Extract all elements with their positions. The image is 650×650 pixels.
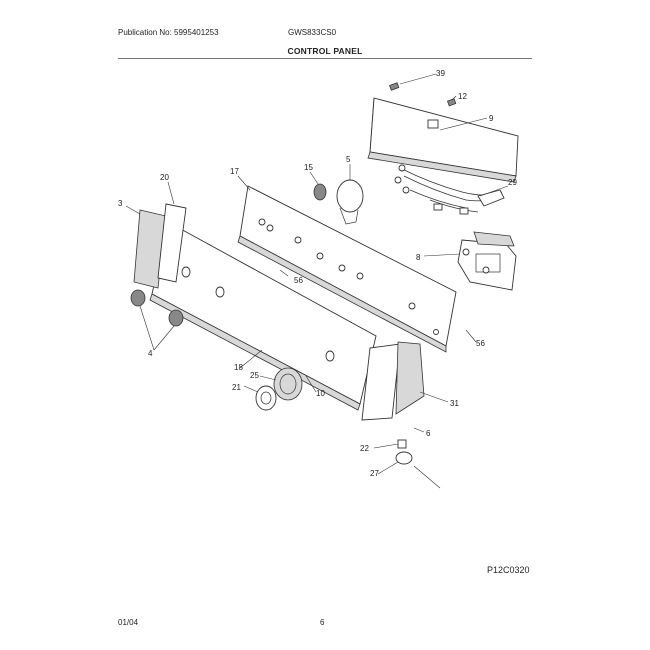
callout-20: 20: [160, 173, 169, 182]
page-title: CONTROL PANEL: [287, 46, 363, 56]
callout-21: 21: [232, 383, 241, 392]
footer-page-number: 6: [320, 618, 325, 627]
switch-module: [457, 231, 517, 291]
callout-56-right: 56: [476, 339, 485, 348]
callout-18: 18: [234, 363, 243, 372]
button-27: [395, 451, 413, 465]
callout-25: 25: [250, 371, 259, 380]
control-console: [237, 185, 457, 353]
button-22: [397, 439, 407, 449]
callout-9: 9: [489, 114, 494, 123]
callout-4: 4: [148, 349, 153, 358]
knob-skirt-25: [273, 367, 303, 401]
callout-12: 12: [458, 92, 467, 101]
knob-21: [255, 385, 277, 411]
knob-insert-15: [313, 183, 327, 201]
callout-27: 27: [370, 469, 379, 478]
rear-cover-bracket: [367, 97, 519, 183]
header-divider: [118, 58, 532, 59]
knob-4a: [130, 289, 146, 307]
callout-29: 29: [508, 178, 517, 187]
callout-8: 8: [416, 253, 421, 262]
model-number: GWS833CS0: [288, 28, 337, 37]
callout-15: 15: [304, 163, 313, 172]
screw-12: [446, 98, 457, 107]
callout-17: 17: [230, 167, 239, 176]
callout-22: 22: [360, 444, 369, 453]
timer-dial-5: [336, 179, 364, 225]
callout-5: 5: [346, 155, 351, 164]
right-end-cap: [361, 341, 425, 421]
callout-6: 6: [426, 429, 431, 438]
publication-number: Publication No: 5995401253: [118, 28, 219, 37]
knob-4b: [168, 309, 184, 327]
leader-lines: [125, 73, 509, 489]
callout-56-center: 56: [294, 276, 303, 285]
screw-39: [389, 82, 400, 91]
callout-10: 10: [316, 389, 325, 398]
callout-3: 3: [118, 199, 123, 208]
wire-harness: [394, 164, 505, 215]
drawing-code: P12C0320: [487, 565, 530, 575]
left-end-cap: [133, 203, 187, 289]
footer-date: 01/04: [118, 618, 139, 627]
callout-39: 39: [436, 69, 445, 78]
callout-31: 31: [450, 399, 459, 408]
